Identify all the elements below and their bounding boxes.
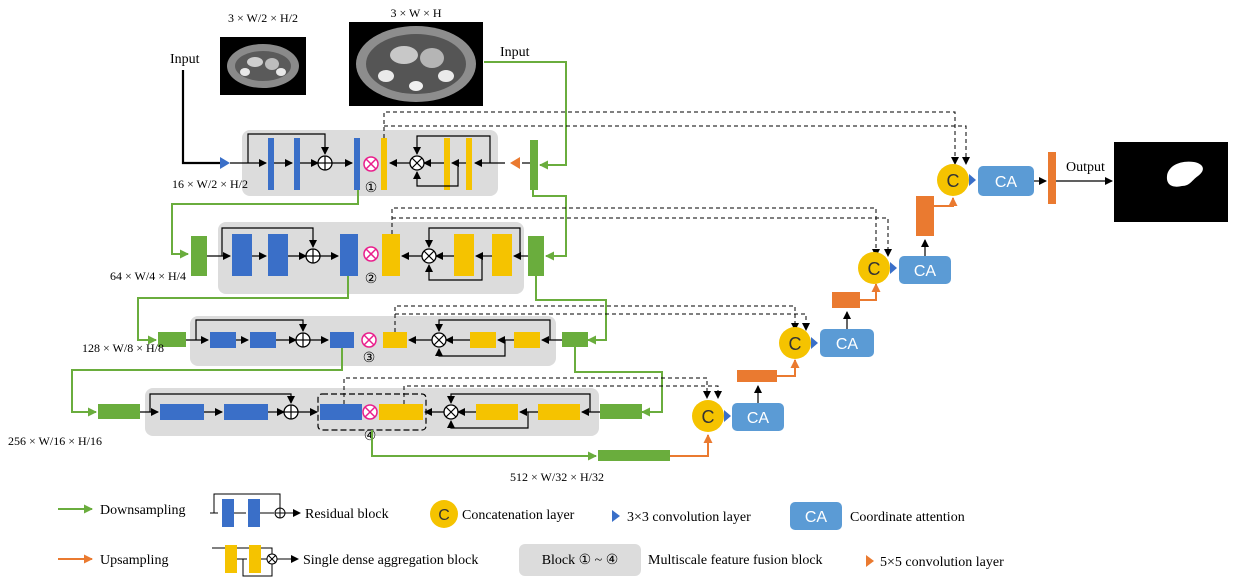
dense-l1-a xyxy=(466,138,472,190)
dense-l1-b xyxy=(444,138,450,190)
legend-conv5-icon xyxy=(866,555,874,567)
legend-multiscale: Multiscale feature fusion block xyxy=(648,553,823,568)
dense-l2-b xyxy=(454,234,474,276)
dense-l4-a xyxy=(538,404,580,420)
upsample-5-4 xyxy=(670,434,713,457)
legend-upsampling: Upsampling xyxy=(100,553,168,568)
dim-l1: 16 × W/2 × H/2 xyxy=(172,177,248,191)
legend-conv5: 5×5 convolution layer xyxy=(880,555,1004,570)
concat-3 xyxy=(779,327,811,359)
conv3-icon xyxy=(220,157,230,169)
svg-text:CA: CA xyxy=(836,336,859,353)
legend-concatenation: Concatenation layer xyxy=(462,508,575,523)
bottleneck-block xyxy=(598,450,670,461)
svg-text:C: C xyxy=(947,171,960,191)
dec-l1-out xyxy=(381,138,387,190)
legend-conv3: 3×3 convolution layer xyxy=(627,510,751,525)
dense-l4-b xyxy=(476,404,518,420)
green-block-l2-dec xyxy=(528,236,544,276)
green-block-l4 xyxy=(98,404,140,419)
svg-text:CA: CA xyxy=(914,263,937,280)
green-block-l4-dec xyxy=(600,404,642,419)
legend-ca-icon xyxy=(790,502,842,530)
up-block-4 xyxy=(737,370,777,382)
green-block-l3-dec xyxy=(562,332,588,347)
svg-text:CA: CA xyxy=(995,174,1018,191)
svg-text:CA: CA xyxy=(805,509,828,526)
bottleneck-dim: 512 × W/32 × H/32 xyxy=(510,470,604,484)
green-block-l3 xyxy=(158,332,186,347)
legend-residual-icon xyxy=(210,493,301,527)
enc-l2-conv-a xyxy=(232,234,252,276)
dense-l3-a xyxy=(514,332,540,348)
dim-l4: 256 × W/16 × H/16 xyxy=(8,434,102,448)
enc-l3-conv-b xyxy=(250,332,276,348)
enc-l1-conv-b xyxy=(294,138,300,190)
legend-single-dense: Single dense aggregation block xyxy=(303,553,478,568)
dec-l2-out xyxy=(382,234,400,276)
enc-l4-conv-b xyxy=(224,404,268,420)
legend-block-swatch xyxy=(519,544,641,576)
input-large-label: Input xyxy=(500,45,530,60)
dense-l3-b xyxy=(470,332,496,348)
legend-conv3-icon xyxy=(612,510,620,522)
concat-4 xyxy=(692,400,724,432)
output-mask-image xyxy=(1114,142,1228,222)
dim-l2: 64 × W/4 × H/4 xyxy=(110,269,186,283)
up-block-2 xyxy=(916,196,934,236)
downsample-4-5 xyxy=(371,430,597,461)
input-large-dim: 3 × W × H xyxy=(390,6,441,20)
ca-3 xyxy=(820,329,874,357)
input-small-label: Input xyxy=(170,52,200,67)
legend-dense-icon xyxy=(212,545,299,577)
enc-l2-conv-b xyxy=(268,234,288,276)
legend-concat-icon xyxy=(430,500,458,528)
green-block-l1 xyxy=(530,140,538,190)
svg-text:C: C xyxy=(789,334,802,354)
dec-l4-out xyxy=(379,404,423,420)
svg-text:C: C xyxy=(868,259,881,279)
final-conv5 xyxy=(1048,152,1056,204)
downsample-3-4 xyxy=(71,348,343,417)
svg-text:CA: CA xyxy=(747,410,770,427)
ca-2 xyxy=(899,256,951,284)
legend-coordinate-attention: Coordinate attention xyxy=(850,510,965,525)
input-small-path xyxy=(181,70,226,165)
legend-block-range: Block ① ~ ④ xyxy=(542,553,619,568)
up-block-3 xyxy=(832,292,860,308)
input-large-path xyxy=(484,61,567,170)
input-small-dim: 3 × W/2 × H/2 xyxy=(228,11,298,25)
dim-l3: 128 × W/8 × H/8 xyxy=(82,341,164,355)
svg-text:C: C xyxy=(438,507,450,524)
conv5-icon xyxy=(510,157,520,169)
dec-l3-out xyxy=(383,332,407,348)
svg-text:C: C xyxy=(702,407,715,427)
legend-residual-block: Residual block xyxy=(305,507,389,522)
input-image-large xyxy=(349,22,483,106)
downsample-1-2 xyxy=(171,190,359,259)
ca-4 xyxy=(732,403,784,431)
enc-l4-out xyxy=(320,404,362,420)
enc-l1-conv-a xyxy=(268,138,274,190)
concat-1 xyxy=(937,164,969,196)
marker-3: ③ xyxy=(363,351,376,366)
concat-2 xyxy=(858,252,890,284)
output-label: Output xyxy=(1066,160,1105,175)
enc-l3-conv-a xyxy=(210,332,236,348)
enc-l3-out xyxy=(330,332,354,348)
green-block-l2 xyxy=(191,236,207,276)
ca-1 xyxy=(978,166,1034,196)
input-image-small xyxy=(220,37,306,95)
marker-2: ② xyxy=(365,272,378,287)
enc-l1-out xyxy=(354,138,360,190)
dense-l2-a xyxy=(492,234,512,276)
marker-1: ① xyxy=(365,181,378,196)
enc-l2-out xyxy=(340,234,358,276)
marker-4: ④ xyxy=(364,429,377,444)
legend-downsampling: Downsampling xyxy=(100,503,186,518)
enc-l4-conv-a xyxy=(160,404,204,420)
downsample-2-3 xyxy=(137,276,349,345)
